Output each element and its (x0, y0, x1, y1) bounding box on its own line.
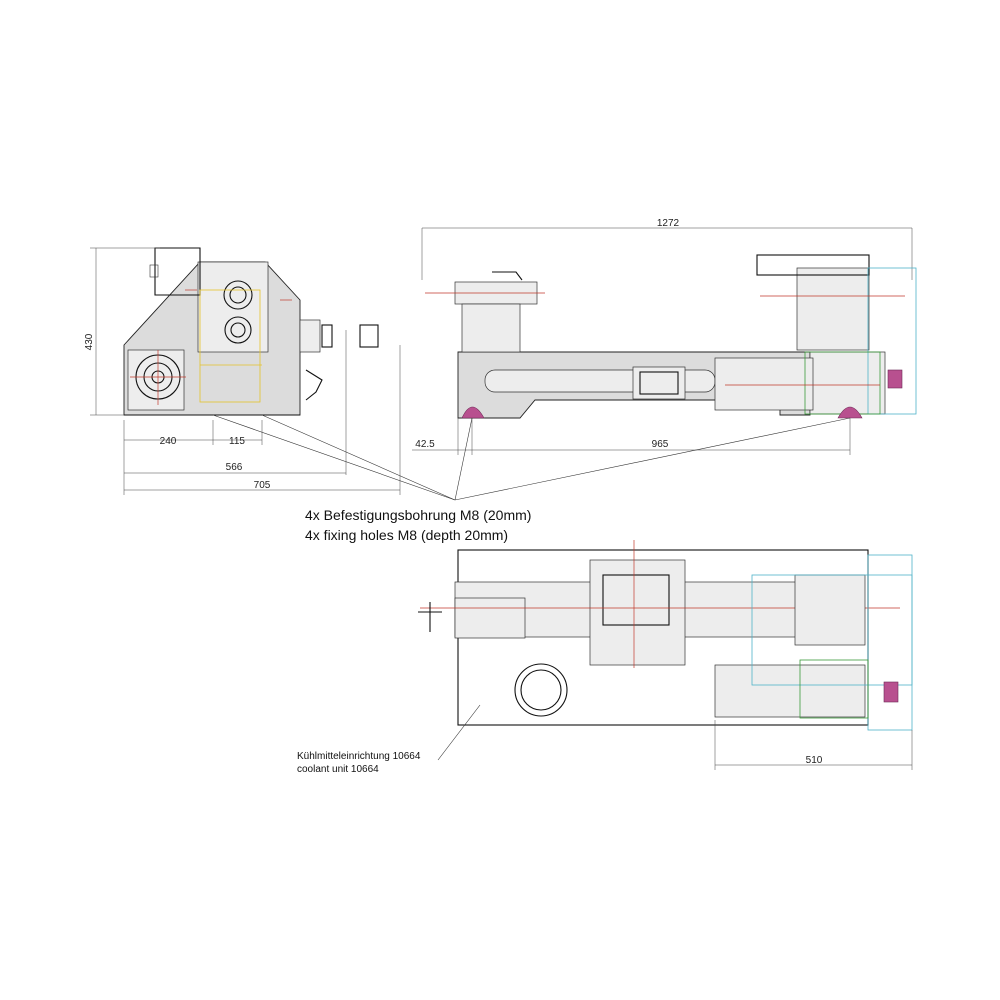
top-tailstock (454, 597, 526, 639)
side-tailstock-block (359, 324, 379, 348)
top-coolant-tank-outer (514, 663, 568, 717)
dim-240: 240 (160, 436, 177, 447)
side-toolpost (321, 324, 333, 348)
front-mount-right (837, 406, 863, 419)
front-headstock-top (756, 254, 870, 276)
side-gear-lower-hub (230, 322, 246, 338)
front-headstock (796, 267, 870, 351)
top-view: 510 (418, 540, 913, 770)
top-motor-pulley (883, 681, 899, 703)
side-gear-upper (223, 280, 253, 310)
side-chuck-plate (127, 349, 185, 411)
front-carriage-handle (492, 271, 523, 281)
front-tailstock-base (461, 303, 521, 353)
dim-510: 510 (806, 755, 823, 766)
front-cyan-envelope (867, 267, 917, 415)
fixing-leaders (212, 414, 851, 501)
dim-705: 705 (254, 480, 271, 491)
top-tailstock-handwheel (418, 602, 442, 632)
coolant-note-en: coolant unit 10664 (297, 764, 379, 775)
side-handwheel (305, 369, 323, 401)
side-gear-upper-hub (229, 286, 247, 304)
side-yellow-outline (199, 289, 261, 403)
top-toolpost (602, 574, 670, 626)
front-view: 1272 42.5 965 (412, 218, 917, 455)
side-panel-knob (149, 264, 159, 278)
side-gear-lower (224, 316, 252, 344)
dim-115: 115 (229, 436, 245, 447)
front-motor-body (714, 357, 814, 411)
top-motor (714, 664, 866, 718)
side-view: 430 240 115 566 705 (84, 247, 401, 495)
top-coolant-tank-inner (520, 669, 562, 711)
coolant-note-de: Kühlmitteleinrichtung 10664 (297, 751, 421, 762)
dim-430: 430 (84, 333, 95, 350)
fixing-note-en: 4x fixing holes M8 (depth 20mm) (305, 527, 508, 543)
front-motor (809, 351, 886, 415)
dim-42-5: 42.5 (415, 439, 435, 450)
side-headstock-box (197, 261, 269, 353)
side-carriage-block (299, 319, 321, 353)
dim-566: 566 (226, 462, 243, 473)
dim-965: 965 (652, 439, 669, 450)
front-mount-left (461, 406, 485, 419)
front-motor-pulley (887, 369, 903, 389)
dim-1272: 1272 (657, 218, 680, 229)
fixing-note-de: 4x Befestigungsbohrung M8 (20mm) (305, 507, 531, 523)
top-carriage (589, 559, 686, 666)
top-headstock (794, 574, 866, 646)
